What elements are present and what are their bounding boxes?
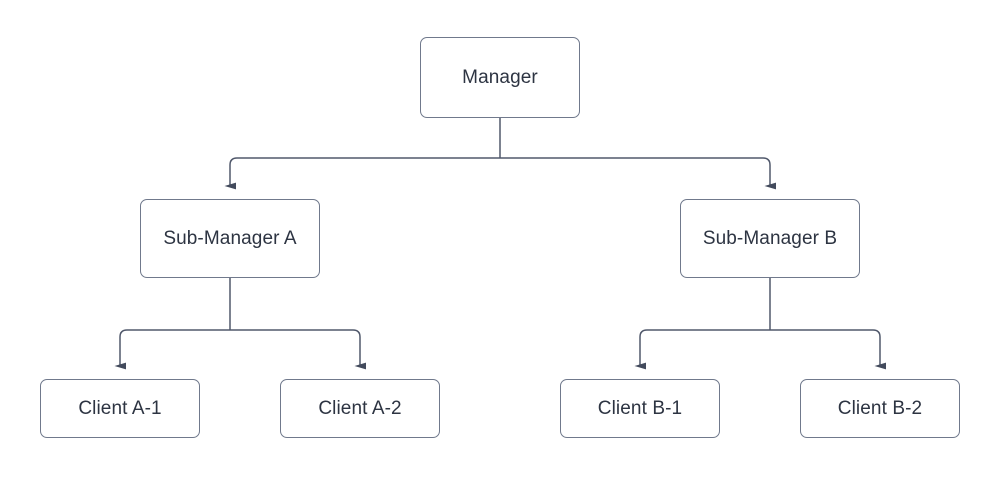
node-sub-manager-a-label: Sub-Manager A: [163, 228, 297, 249]
node-client-b-1-label: Client B-1: [597, 398, 683, 419]
node-client-a-2-label: Client A-2: [318, 398, 402, 419]
node-client-b-1[interactable]: Client B-1: [560, 379, 720, 438]
node-sub-manager-b-label: Sub-Manager B: [702, 228, 838, 249]
node-client-a-1-label: Client A-1: [78, 398, 162, 419]
node-manager-label: Manager: [462, 67, 538, 88]
edge-sub-a-to-client-a2: [230, 329, 366, 370]
edge-sub-b-to-client-b2: [770, 329, 886, 370]
node-sub-manager-b[interactable]: Sub-Manager B: [680, 199, 860, 278]
node-sub-manager-a[interactable]: Sub-Manager A: [140, 199, 320, 278]
edge-sub-b-to-client-b1: [634, 329, 770, 370]
node-client-b-2[interactable]: Client B-2: [800, 379, 960, 438]
node-client-a-1[interactable]: Client A-1: [40, 379, 200, 438]
edge-manager-to-sub-b: [500, 157, 776, 190]
node-client-b-2-label: Client B-2: [837, 398, 923, 419]
node-manager[interactable]: Manager: [420, 37, 580, 118]
edge-sub-a-to-client-a1: [114, 329, 230, 370]
edge-manager-to-sub-a: [224, 157, 500, 190]
node-client-a-2[interactable]: Client A-2: [280, 379, 440, 438]
